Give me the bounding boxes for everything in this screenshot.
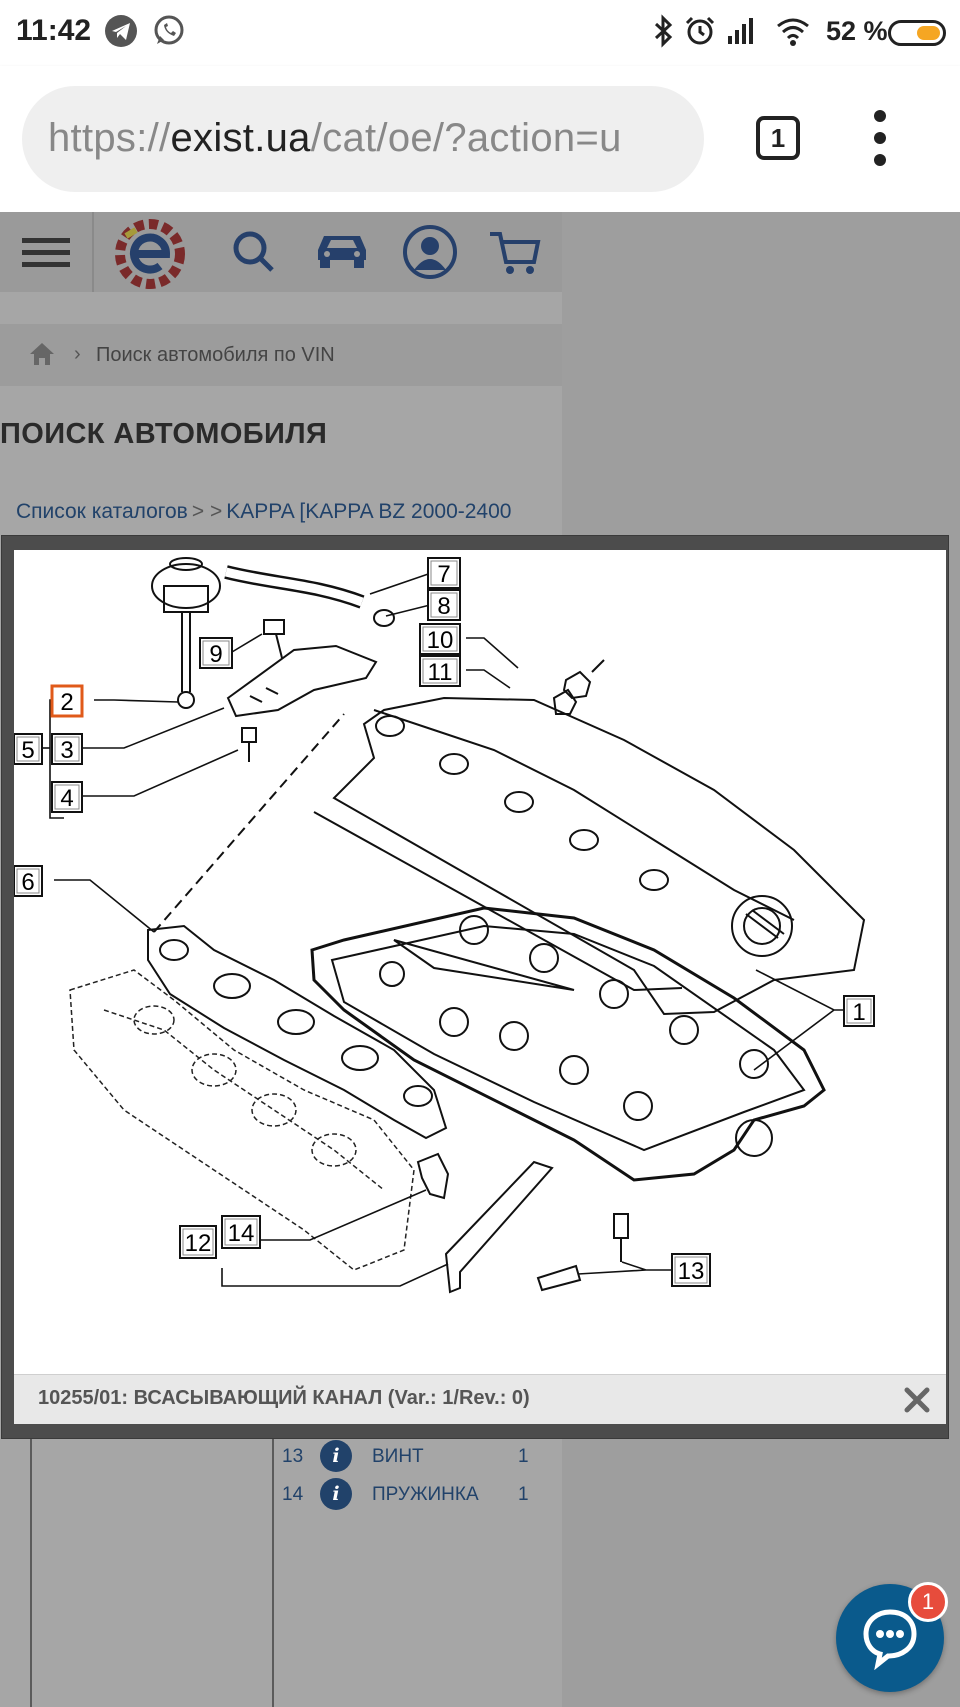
callout-8[interactable]: 8 [427, 589, 461, 621]
diagram-thumbnail[interactable] [30, 1428, 274, 1707]
tab-switcher-button[interactable]: 1 [756, 116, 800, 160]
status-bar: 11:42 52 % [0, 0, 960, 66]
catalog-separator: > > [191, 500, 223, 523]
info-icon[interactable]: i [320, 1440, 352, 1472]
svg-text:12: 12 [185, 1230, 212, 1257]
signal-icon [728, 18, 753, 44]
callout-3[interactable]: 3 [51, 733, 83, 765]
callout-9[interactable]: 9 [199, 637, 233, 669]
svg-text:2: 2 [60, 689, 73, 716]
callout-1[interactable]: 1 [843, 995, 875, 1027]
battery-percent: 52 % [826, 16, 888, 46]
part-name[interactable]: ПРУЖИНКА [372, 1484, 479, 1505]
car-icon[interactable] [312, 222, 372, 282]
site-header [0, 212, 562, 292]
menu-icon[interactable] [16, 222, 76, 282]
close-icon[interactable] [902, 1385, 932, 1415]
svg-text:3: 3 [60, 737, 73, 764]
svg-text:13: 13 [678, 1258, 705, 1285]
callout-7[interactable]: 7 [427, 557, 461, 589]
info-icon[interactable]: i [320, 1478, 352, 1510]
url-text[interactable]: https://exist.ua/cat/oe/?action=u [48, 116, 622, 160]
parts-list: 13 i ВИНТ 1 14 i ПРУЖИНКА 1 [282, 1438, 542, 1514]
browser-toolbar: https://exist.ua/cat/oe/?action=u 1 [0, 66, 960, 212]
chat-icon [863, 1609, 917, 1670]
parts-diagram[interactable]: 7 8 10 11 9 2 5 3 4 6 1 12 14 13 [14, 550, 946, 1374]
callout-13[interactable]: 13 [671, 1253, 711, 1287]
catalog-list-link[interactable]: Список каталогов [16, 500, 188, 523]
chat-unread-badge: 1 [908, 1582, 948, 1622]
breadcrumb: › Поиск автомобиля по VIN [0, 324, 562, 386]
search-icon[interactable] [224, 222, 284, 282]
bluetooth-icon [654, 14, 673, 48]
page-title: ПОИСК АВТОМОБИЛЯ [0, 418, 328, 450]
modal-body: 7 8 10 11 9 2 5 3 4 6 1 12 14 13 10255/0… [14, 550, 946, 1424]
svg-text:7: 7 [437, 561, 450, 588]
whatsapp-icon [154, 15, 184, 45]
svg-text:9: 9 [209, 641, 222, 668]
svg-text:1: 1 [852, 999, 865, 1026]
account-icon[interactable] [400, 222, 460, 282]
catalog-model-link[interactable]: KAPPA [KAPPA BZ 2000-2400 [226, 500, 512, 523]
diagram-modal: 7 8 10 11 9 2 5 3 4 6 1 12 14 13 10255/0… [2, 536, 948, 1438]
list-item[interactable]: 13 i ВИНТ 1 [282, 1438, 542, 1476]
part-qty: 1 [518, 1484, 529, 1505]
callout-12[interactable]: 12 [179, 1225, 217, 1259]
svg-text:6: 6 [21, 869, 34, 896]
svg-text:14: 14 [228, 1220, 255, 1247]
svg-text:11: 11 [428, 659, 453, 686]
wifi-icon [777, 18, 809, 46]
url-bar[interactable]: https://exist.ua/cat/oe/?action=u [22, 86, 704, 192]
callout-11[interactable]: 11 [419, 655, 461, 687]
catalog-breadcrumb: Список каталогов> >KAPPA [KAPPA BZ 2000-… [16, 500, 511, 524]
svg-text:10: 10 [427, 627, 454, 654]
part-name[interactable]: ВИНТ [372, 1446, 424, 1467]
part-number: 14 [282, 1484, 304, 1505]
part-qty: 1 [518, 1446, 529, 1467]
svg-text:5: 5 [21, 737, 34, 764]
browser-menu-button[interactable] [872, 110, 888, 166]
home-icon[interactable] [28, 340, 56, 368]
svg-text:4: 4 [60, 785, 73, 812]
callout-6[interactable]: 6 [14, 865, 43, 897]
breadcrumb-item[interactable]: Поиск автомобиля по VIN [96, 344, 335, 366]
alarm-icon [685, 16, 715, 45]
callout-5[interactable]: 5 [14, 733, 43, 765]
status-time: 11:42 [16, 14, 92, 47]
list-item[interactable]: 14 i ПРУЖИНКА 1 [282, 1476, 542, 1514]
part-number: 13 [282, 1446, 304, 1467]
cart-icon[interactable] [486, 222, 546, 282]
diagram-caption: 10255/01: ВСАСЫВАЮЩИЙ КАНАЛ (Var.: 1/Rev… [38, 1387, 530, 1409]
callout-10[interactable]: 10 [419, 623, 461, 655]
callout-4[interactable]: 4 [51, 781, 83, 813]
exist-logo[interactable] [112, 216, 188, 292]
telegram-icon [105, 15, 137, 47]
breadcrumb-separator: › [74, 343, 81, 365]
callout-2[interactable]: 2 [50, 684, 84, 718]
battery-icon [888, 20, 946, 46]
svg-text:8: 8 [437, 593, 450, 620]
callout-14[interactable]: 14 [221, 1215, 261, 1249]
modal-footer: 10255/01: ВСАСЫВАЮЩИЙ КАНАЛ (Var.: 1/Rev… [14, 1374, 946, 1424]
